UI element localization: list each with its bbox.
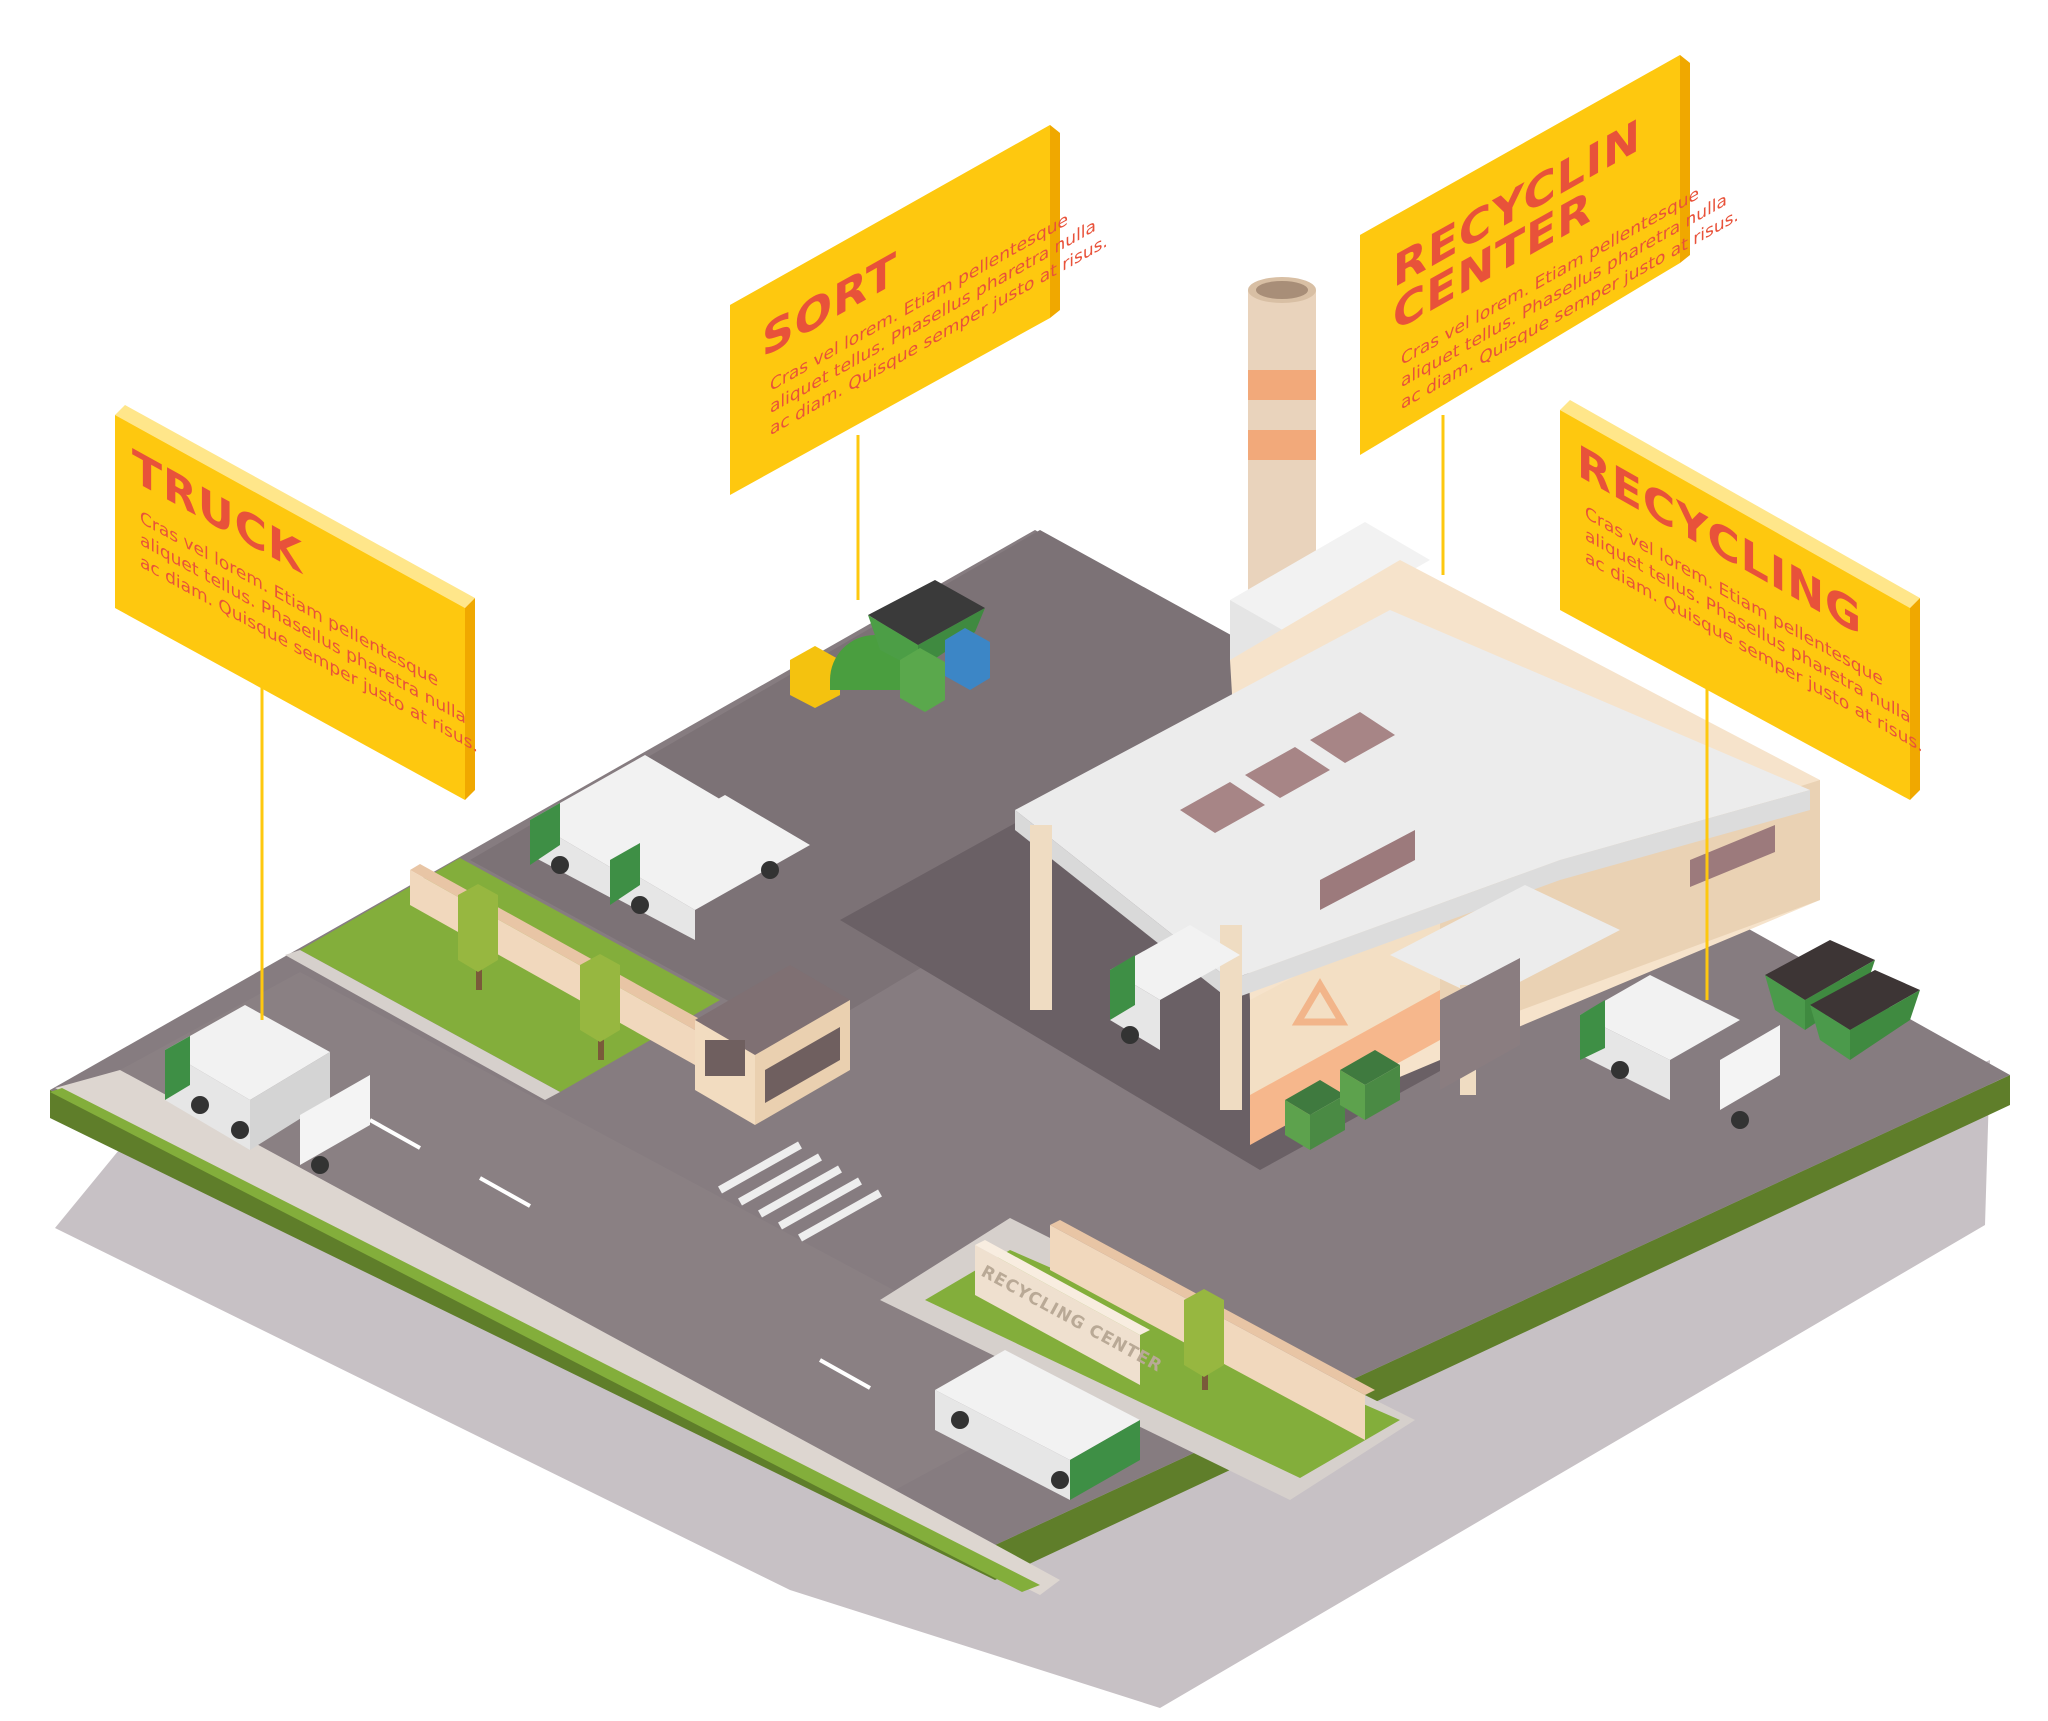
garbage-truck <box>530 755 730 900</box>
tree <box>1184 1289 1224 1390</box>
skip-container <box>1810 970 1920 1060</box>
guard-booth <box>695 965 850 1125</box>
info-sign-sort: SORT Cras vel lorem. Etiam pellentesque … <box>730 125 1108 600</box>
sort-bins <box>790 580 990 712</box>
waste-container <box>1340 1050 1400 1120</box>
garbage-truck <box>1110 925 1240 1050</box>
lawn-strip-north <box>285 858 720 1100</box>
garbage-truck <box>935 1350 1140 1500</box>
road-curb-left <box>55 1070 1060 1595</box>
lawn-strip-front <box>50 1088 1040 1592</box>
recycling-building <box>1015 522 1820 1145</box>
chimney <box>1248 277 1316 610</box>
tree <box>580 954 620 1060</box>
garbage-truck <box>1580 975 1780 1129</box>
tree <box>458 884 498 990</box>
crosswalk <box>718 1141 882 1242</box>
recycle-icon <box>1291 978 1349 1026</box>
garbage-truck <box>165 1005 370 1174</box>
skylight <box>1245 747 1330 798</box>
skylight <box>1180 782 1265 833</box>
garbage-truck <box>610 795 810 940</box>
waste-container <box>1285 1080 1345 1150</box>
skylight <box>1310 712 1395 763</box>
